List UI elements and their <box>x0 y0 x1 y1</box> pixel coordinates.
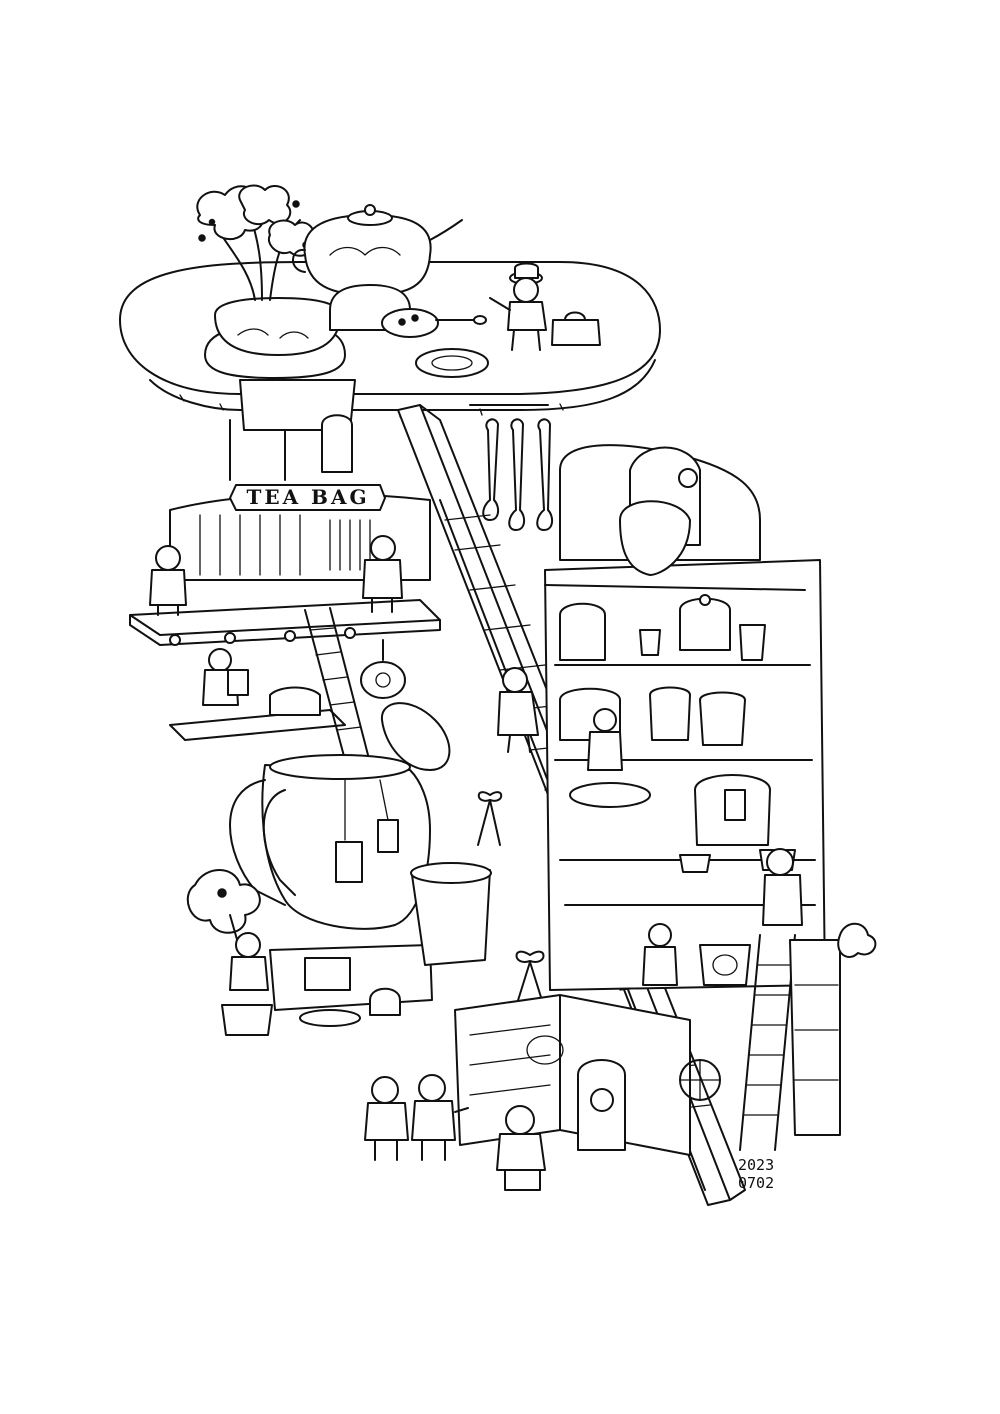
teapot-base <box>269 944 433 1027</box>
bicycle-wheel <box>679 1059 721 1101</box>
small-ladder-left <box>304 607 369 761</box>
bow-ribbons <box>477 791 546 1011</box>
date-monthday: 0702 <box>738 1174 774 1192</box>
plate-top <box>415 348 489 378</box>
tea-bag-shelf <box>129 493 441 646</box>
bear-on-shelf-left <box>149 545 187 616</box>
stepladder-right <box>739 922 877 1151</box>
bear-on-ladder <box>497 667 539 753</box>
cupboard-bears <box>569 708 803 986</box>
hanging-ornament <box>360 639 406 699</box>
lower-left-shelf <box>169 648 346 741</box>
flower-vase <box>196 184 346 379</box>
frying-pan <box>381 308 487 338</box>
mirror <box>577 1059 626 1151</box>
tea-bag-sign: TEA BAG <box>229 379 386 511</box>
bear-back-bottom <box>496 1105 546 1191</box>
man-with-hat <box>489 262 601 351</box>
potted-flower <box>186 869 273 1036</box>
bucket <box>410 862 492 966</box>
date-signature: 2023 0702 <box>738 1156 774 1192</box>
cupboard <box>544 444 826 991</box>
bear-pair-bottom <box>364 1074 469 1161</box>
tea-bag-sign-text: TEA BAG <box>246 485 369 509</box>
glass-tea-pot <box>229 754 431 930</box>
cupboard-teapots <box>559 594 771 846</box>
date-year: 2023 <box>738 1156 774 1174</box>
teapot-top <box>292 204 463 331</box>
bear-on-shelf-right <box>362 535 403 613</box>
slipper <box>380 702 451 771</box>
hanging-spoons <box>469 404 554 531</box>
tea-box <box>454 994 691 1156</box>
